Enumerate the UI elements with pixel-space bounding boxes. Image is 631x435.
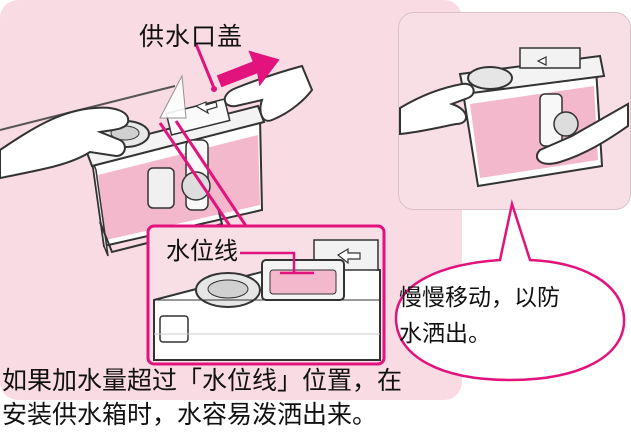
hand-icon: [223, 64, 314, 122]
callout-text: 慢慢移动，以防 水洒出。: [399, 280, 621, 352]
caption-line: 如果加水量超过「水位线」位置，在: [2, 366, 403, 395]
side-tank-scene: [399, 47, 629, 188]
cover-pointer: [194, 43, 216, 89]
zoom-inset: [146, 224, 386, 366]
callout-line: 慢慢移动，以防: [399, 285, 560, 311]
side-arrow-icon: [536, 56, 547, 66]
water-line-label: 水位线: [166, 237, 238, 265]
caption-line: 安装供水箱时，水容易泼洒出来。: [2, 400, 378, 429]
hand-icon: [399, 82, 475, 136]
speech-bubble: [394, 199, 626, 382]
cover-label: 供水口盖: [139, 22, 244, 51]
hand-icon: [535, 102, 629, 165]
caption-text: 如果加水量超过「水位线」位置，在 安装供水箱时，水容易泼洒出来。: [2, 364, 472, 432]
arrow-right-icon: [216, 50, 280, 88]
inset-arrow-icon: [336, 247, 361, 265]
hand-icon: [0, 106, 130, 180]
cover-arrow-icon: [194, 101, 218, 115]
callout-line: 水洒出。: [399, 321, 491, 347]
